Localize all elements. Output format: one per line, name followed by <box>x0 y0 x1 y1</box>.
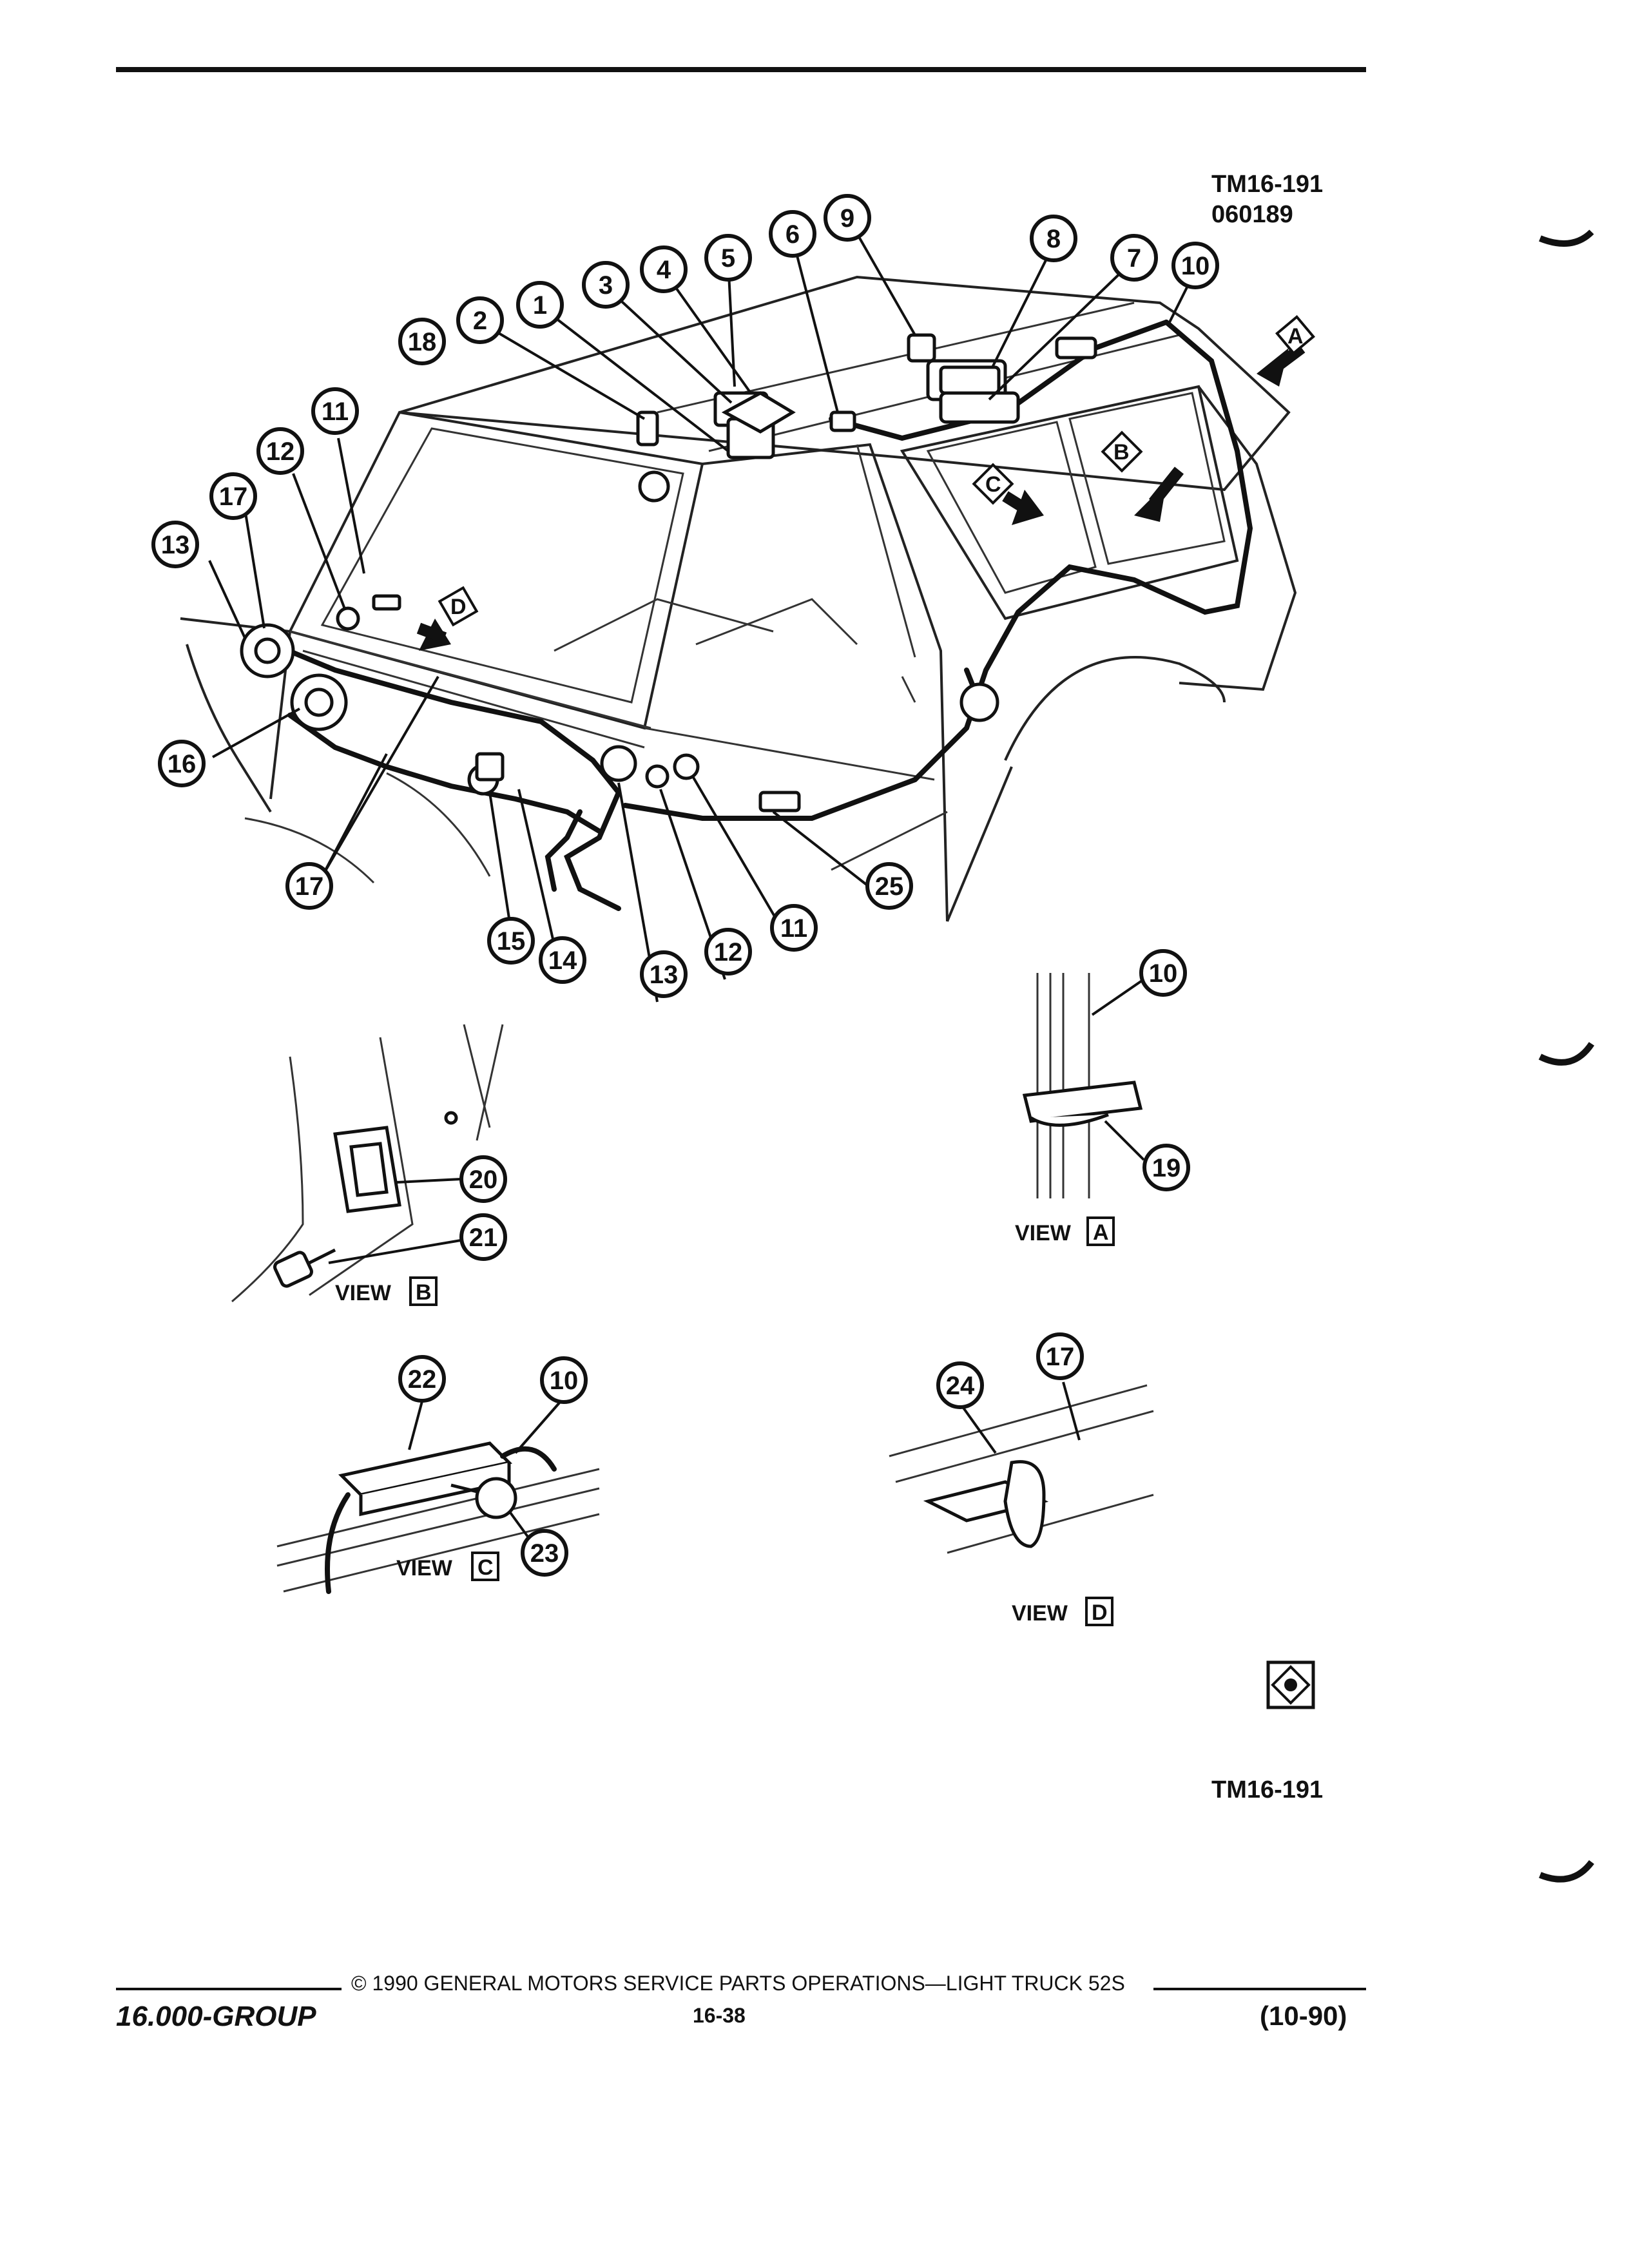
figure-date: 060189 <box>1211 201 1293 228</box>
callout-20: 20 <box>459 1155 507 1203</box>
view-c-label: VIEW <box>396 1556 453 1581</box>
svg-text:10: 10 <box>1181 252 1210 280</box>
svg-text:5: 5 <box>721 244 735 273</box>
footer-page-number: 16-38 <box>693 2004 746 2027</box>
callout-13b: 13 <box>640 950 688 998</box>
callout-21: 21 <box>459 1213 507 1261</box>
view-a-label: VIEW <box>1015 1221 1072 1245</box>
svg-text:15: 15 <box>497 927 526 956</box>
view-c-letter: C <box>477 1555 494 1580</box>
callout-11: 11 <box>311 387 359 435</box>
callout-3: 3 <box>582 261 630 309</box>
view-a-letter: A <box>1093 1220 1109 1245</box>
view-arrow-a: A <box>1257 315 1315 387</box>
svg-text:8: 8 <box>1046 225 1061 253</box>
reference-icon <box>1266 1660 1315 1709</box>
callout-7: 7 <box>1110 234 1158 282</box>
svg-text:13: 13 <box>161 531 190 559</box>
callout-18: 18 <box>398 318 446 365</box>
svg-text:11: 11 <box>322 398 349 426</box>
footer-copyright: © 1990 GENERAL MOTORS SERVICE PARTS OPER… <box>351 1972 1125 1995</box>
view-d-letter: D <box>1092 1600 1108 1625</box>
footer-rule-right <box>1153 1988 1366 1990</box>
svg-text:20: 20 <box>469 1166 498 1194</box>
svg-text:24: 24 <box>946 1372 975 1400</box>
svg-text:B: B <box>1113 440 1130 465</box>
footer-group: 16.000-GROUP <box>116 2001 316 2032</box>
callout-1: 1 <box>516 281 564 329</box>
callout-12b: 12 <box>704 928 752 975</box>
svg-text:12: 12 <box>714 938 743 966</box>
callout-25: 25 <box>865 862 913 910</box>
svg-text:9: 9 <box>840 204 854 233</box>
svg-text:23: 23 <box>530 1539 559 1568</box>
svg-text:17: 17 <box>1046 1343 1075 1371</box>
svg-text:10: 10 <box>1149 959 1178 988</box>
svg-text:6: 6 <box>786 220 800 249</box>
view-d-detail: VIEW D <box>889 1381 1154 1626</box>
components <box>240 333 1097 812</box>
callout-8: 8 <box>1030 215 1077 262</box>
view-arrow-d: D <box>416 586 479 651</box>
svg-text:16: 16 <box>168 750 197 778</box>
footer-rule-left <box>116 1988 342 1990</box>
callout-22: 22 <box>398 1355 446 1403</box>
figure-id: TM16-191 <box>1211 171 1323 198</box>
svg-text:C: C <box>985 472 1001 497</box>
svg-text:21: 21 <box>469 1224 498 1252</box>
svg-text:13: 13 <box>650 961 679 989</box>
svg-text:3: 3 <box>599 271 613 300</box>
view-arrow-b: B <box>1101 430 1184 522</box>
svg-text:14: 14 <box>548 947 577 975</box>
footer-date: (10-90) <box>1260 2001 1347 2031</box>
edge-mark <box>1539 229 1594 247</box>
svg-text:D: D <box>450 595 467 619</box>
callout-16: 16 <box>158 740 206 787</box>
callout-9: 9 <box>824 194 871 242</box>
edge-mark <box>1539 1860 1594 1883</box>
view-a-detail: VIEW A <box>1015 973 1145 1246</box>
svg-text:25: 25 <box>875 872 904 901</box>
svg-text:18: 18 <box>408 328 437 356</box>
vehicle-body <box>180 275 1297 922</box>
svg-text:12: 12 <box>266 437 295 466</box>
svg-text:17: 17 <box>295 872 324 901</box>
bottom-reference: TM16-191 <box>1211 1776 1323 1803</box>
svg-text:2: 2 <box>473 307 487 335</box>
callout-19: 19 <box>1142 1144 1190 1191</box>
callout-13: 13 <box>151 521 199 568</box>
svg-text:10: 10 <box>550 1367 579 1395</box>
callout-5: 5 <box>704 234 752 282</box>
svg-text:7: 7 <box>1127 244 1141 273</box>
callout-17c: 17 <box>1036 1332 1084 1380</box>
edge-mark <box>1538 1042 1595 1066</box>
callout-17b: 17 <box>285 862 333 910</box>
callout-4: 4 <box>640 245 688 293</box>
view-b-letter: B <box>416 1280 432 1305</box>
svg-text:22: 22 <box>408 1365 437 1394</box>
svg-text:11: 11 <box>780 914 807 943</box>
callout-15: 15 <box>487 917 535 965</box>
view-b-detail: VIEW B <box>231 1024 504 1306</box>
callout-10c: 10 <box>540 1356 588 1404</box>
svg-text:A: A <box>1287 324 1304 349</box>
callout-12: 12 <box>256 427 304 475</box>
view-d-label: VIEW <box>1012 1601 1068 1626</box>
svg-text:4: 4 <box>657 256 671 284</box>
svg-text:17: 17 <box>219 483 248 511</box>
callout-6: 6 <box>769 210 816 258</box>
view-b-label: VIEW <box>335 1281 392 1305</box>
callout-14: 14 <box>539 936 586 984</box>
svg-text:1: 1 <box>533 291 547 320</box>
callout-24: 24 <box>936 1361 984 1409</box>
view-arrow-c: C <box>972 463 1044 525</box>
callout-23: 23 <box>521 1529 568 1577</box>
callout-10: 10 <box>1171 242 1219 289</box>
callout-10b: 10 <box>1139 949 1187 997</box>
svg-text:19: 19 <box>1152 1154 1181 1182</box>
callout-17: 17 <box>209 472 257 520</box>
callout-11b: 11 <box>770 904 818 952</box>
callout-2: 2 <box>456 296 504 344</box>
